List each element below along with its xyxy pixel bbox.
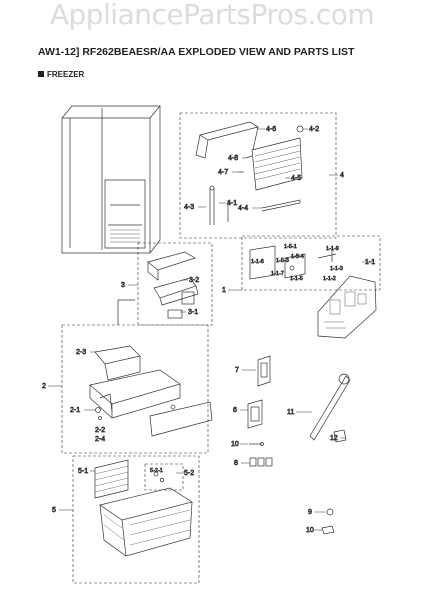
- callout-9: 9: [308, 509, 312, 516]
- callout-1-1-7: 1-1-7: [271, 271, 284, 277]
- leader-lines: [48, 128, 372, 531]
- upper-drawer-assembly: [89, 345, 213, 437]
- callout-1-5-1: 1-5-1: [284, 244, 297, 250]
- callout-10-upper: 10: [231, 441, 239, 448]
- evaporator-assembly: [195, 121, 304, 225]
- air-duct-assembly: [249, 245, 377, 339]
- callout-4-8: 4-8: [228, 155, 238, 162]
- refrigerator-cabinet: [61, 105, 161, 254]
- callout-5-2: 5-2: [184, 470, 194, 477]
- callout-2-2: 2-2: [95, 427, 105, 434]
- callout-3-1: 3-1: [188, 309, 198, 316]
- callout-3: 3: [121, 282, 125, 289]
- callout-2-1: 2-1: [70, 407, 80, 414]
- lower-basket-assembly: [94, 459, 193, 557]
- callout-2-3: 2-3: [76, 349, 86, 356]
- callout-8: 8: [234, 460, 238, 467]
- callout-1-1-6: 1-1-6: [251, 259, 264, 265]
- callout-4: 4: [340, 172, 344, 179]
- callout-10-lower: 10: [306, 527, 314, 534]
- callout-1-1-9: 1-1-9: [326, 246, 339, 252]
- callout-5: 5: [52, 507, 56, 514]
- callout-1-1-2: 1-1-2: [323, 276, 336, 282]
- callout-2-4: 2-4: [95, 436, 105, 443]
- callout-1-1-5: 1-1-5: [290, 276, 303, 282]
- fan-assembly: [117, 251, 199, 325]
- callout-3-2: 3-2: [189, 277, 199, 284]
- square-bullet-icon: [38, 71, 44, 77]
- callout-4-7: 4-7: [218, 169, 228, 176]
- callout-1-5-4: 1-5-4: [291, 254, 304, 260]
- callout-4-2: 4-2: [309, 126, 319, 133]
- callout-12: 12: [330, 435, 338, 442]
- callout-1: 1: [222, 287, 226, 294]
- callout-labels: 4-6 4-2 4-8 4-7 4-5 4 4-3 4-1 4-4 1 1-1 …: [42, 126, 376, 535]
- section-heading: FREEZER: [38, 70, 84, 79]
- callout-4-5: 4-5: [291, 175, 301, 182]
- loose-parts: [247, 355, 351, 535]
- callout-4-3: 4-3: [184, 204, 194, 211]
- callout-2: 2: [42, 383, 46, 390]
- watermark-text: AppliancePartsPros.com: [49, 0, 375, 31]
- callout-5-2-1: 5-2-1: [150, 468, 163, 474]
- callout-1-1: 1-1: [365, 259, 375, 266]
- section-label: FREEZER: [47, 70, 85, 79]
- callout-4-6: 4-6: [266, 126, 276, 133]
- callout-6: 6: [233, 407, 237, 414]
- callout-7: 7: [235, 367, 239, 374]
- callout-4-4: 4-4: [238, 205, 248, 212]
- part-group-boxes: [61, 112, 381, 584]
- callout-1-1-3: 1-1-3: [330, 266, 343, 272]
- callout-11: 11: [287, 409, 294, 416]
- callout-4-1: 4-1: [227, 200, 237, 207]
- callout-5-1: 5-1: [78, 468, 88, 475]
- callout-1-5-3: 1-5-3: [276, 258, 289, 264]
- page-title: AW1-12] RF262BEAESR/AA EXPLODED VIEW AND…: [38, 46, 355, 58]
